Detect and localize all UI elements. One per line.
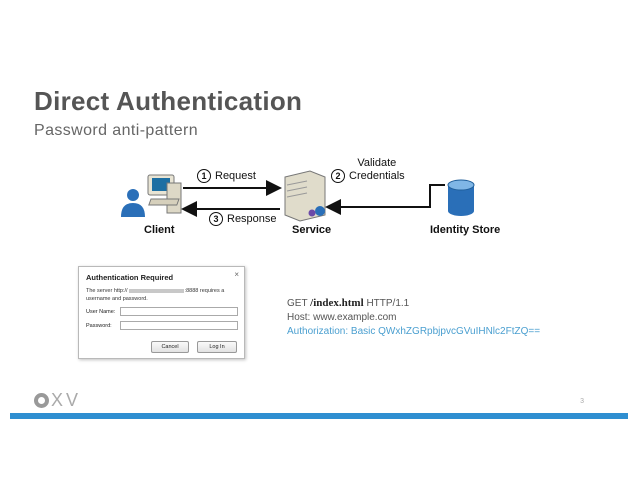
- identity-store-label: Identity Store: [430, 224, 501, 236]
- message-end: :8888 requires a username and password.: [86, 288, 225, 302]
- username-label: User Name:: [86, 309, 116, 315]
- server-icon: [284, 170, 326, 222]
- oxv-logo: XV: [34, 390, 81, 411]
- authorization-header: Authorization: Basic QWxhZGRpbjpvcGVuIHN…: [287, 326, 541, 337]
- step-number: 1: [197, 169, 211, 183]
- login-button[interactable]: Log In: [197, 341, 237, 353]
- logo-text: XV: [51, 390, 82, 410]
- request-line: GET /index.html HTTP/1.1: [287, 296, 540, 311]
- user-icon: [121, 189, 145, 217]
- cancel-button[interactable]: Cancel: [151, 341, 189, 353]
- validate-credentials-label: Validate Credentials: [349, 157, 405, 183]
- validate-arrow: [325, 184, 445, 215]
- http-path: /index.html: [310, 297, 364, 309]
- step-request-label: 1 Request: [197, 169, 256, 183]
- slide-title: Direct Authentication: [34, 86, 303, 116]
- client-label: Client: [144, 224, 175, 236]
- message-start: The server http://: [86, 288, 128, 294]
- service-label: Service: [292, 224, 332, 236]
- password-input[interactable]: [120, 321, 238, 330]
- step-validate-number: 2: [331, 169, 345, 183]
- step-text: Request: [215, 170, 256, 182]
- http-method: GET: [287, 298, 308, 309]
- password-label: Password:: [86, 323, 112, 329]
- dialog-message: The server http://:8888 requires a usern…: [86, 287, 236, 303]
- http-request-example: GET /index.html HTTP/1.1 Host: www.examp…: [287, 296, 540, 339]
- slide-subtitle: Password anti-pattern: [34, 122, 199, 139]
- step-text: Response: [227, 213, 277, 225]
- auth-flow-diagram: 1 Request 2 Validate Credentials 3 Respo…: [115, 155, 515, 245]
- auth-dialog: Authentication Required × The server htt…: [78, 266, 245, 359]
- step-number: 3: [209, 212, 223, 226]
- validate-line-2: Credentials: [349, 170, 405, 182]
- redacted-host: [128, 288, 184, 293]
- close-icon[interactable]: ×: [234, 270, 239, 279]
- validate-line-1: Validate: [357, 157, 397, 169]
- logo-circle-icon: [34, 393, 49, 408]
- step-response-label: 3 Response: [209, 212, 277, 226]
- database-icon: [447, 179, 475, 216]
- page-number: 3: [580, 398, 584, 405]
- dialog-title: Authentication Required: [86, 273, 174, 282]
- host-header: Host: www.example.com: [287, 312, 397, 323]
- footer-accent-bar: [10, 413, 628, 419]
- diagram-graphics: [121, 170, 475, 222]
- http-version: HTTP/1.1: [366, 298, 410, 309]
- client-computer-icon: [147, 174, 182, 214]
- username-input[interactable]: [120, 307, 238, 316]
- step-number: 2: [331, 169, 345, 183]
